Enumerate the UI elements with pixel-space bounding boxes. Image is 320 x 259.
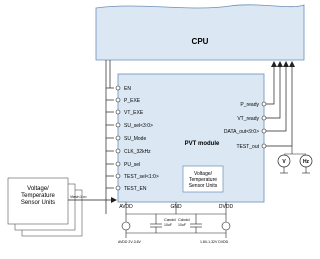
cpu-block: [95, 4, 305, 61]
pin-circle: [261, 115, 267, 121]
pvt-module-title: PVT module: [185, 141, 220, 147]
inner-sensor-line: Voltage/: [194, 171, 213, 177]
inner-sensor-line: Sensor Units: [189, 183, 218, 189]
pin-label-su-mode: SU_Mode: [124, 136, 146, 142]
cap-right-value: 10uF: [178, 223, 186, 227]
pvt-to-cpu-wires: [266, 61, 295, 147]
pin-label-vt-exe: VT_EXE: [124, 110, 144, 116]
external-sensor-line: Sensor Units: [21, 200, 55, 206]
pin-label-test-sel: TEST_sel<1:0>: [124, 174, 159, 180]
pin-label-su-sel: SU_sel<3:0>: [124, 123, 153, 129]
inner-sensor-box: [182, 165, 224, 193]
pin-circle: [115, 173, 121, 179]
inner-sensor-text: Voltage/ Temperature Sensor Units: [189, 171, 218, 189]
wire: [266, 61, 277, 105]
avdd-source-icon: [121, 221, 131, 231]
cap-left-value: 10uF: [164, 223, 172, 227]
pin-circle: [115, 161, 121, 167]
pin-label-test-out: TEST_out: [236, 144, 259, 150]
sensor-card: [7, 177, 69, 225]
dvdd-supply-label: 1.8V-1.32V DVDD: [200, 240, 229, 244]
right-pins: P_ready VT_ready DATA_out<9:0> TEST_out: [224, 101, 267, 150]
cpu-label: CPU: [192, 37, 209, 46]
pin-circle: [115, 148, 121, 154]
pin-label-p-exe: P_EXE: [124, 98, 141, 104]
meter-group: V Hz: [277, 146, 313, 174]
cpu-to-pvt-wires: [105, 60, 114, 214]
voltmeter-label: V: [282, 159, 286, 165]
inner-sensor-line: Temperature: [189, 177, 217, 183]
power-network: [125, 202, 227, 238]
wire: [266, 61, 283, 119]
pin-circle: [261, 143, 267, 149]
pin-circle: [261, 101, 267, 107]
pin-label-en: EN: [124, 86, 131, 92]
pin-circle: [115, 122, 121, 128]
pin-circle: [115, 97, 121, 103]
vtest-bus-label: Vtest<1:n>: [70, 195, 87, 199]
wire: [266, 61, 289, 132]
pin-label-test-en: TEST_EN: [124, 186, 147, 192]
pin-circle: [261, 128, 267, 134]
external-sensor-line: Voltage/: [27, 186, 49, 192]
pin-circle: [115, 185, 121, 191]
external-sensor-stack: Voltage/ Temperature Sensor Units: [7, 177, 83, 237]
pin-circle: [115, 135, 121, 141]
pin-label-clk: CLK_32kHz: [124, 149, 151, 155]
avdd-supply-label: AVDD 2V-3.6V: [118, 240, 142, 244]
pin-label-data-out: DATA_out<9:0>: [224, 129, 259, 135]
cap-right-name: Cdvdd: [178, 217, 190, 222]
frequency-meter-label: Hz: [303, 159, 310, 165]
left-pins: EN P_EXE VT_EXE SU_sel<3:0> SU_Mode CLK_…: [115, 85, 159, 192]
external-sensor-line: Temperature: [21, 193, 55, 199]
pin-circle: [115, 85, 121, 91]
pin-label-pu-sel: PU_sel: [124, 162, 140, 168]
pin-label-p-ready: P_ready: [240, 102, 259, 108]
dvdd-source-icon: [221, 221, 231, 231]
pin-circle: [115, 109, 121, 115]
cap-left-name: Cavdd: [164, 217, 176, 222]
pin-label-vt-ready: VT_ready: [237, 116, 259, 122]
